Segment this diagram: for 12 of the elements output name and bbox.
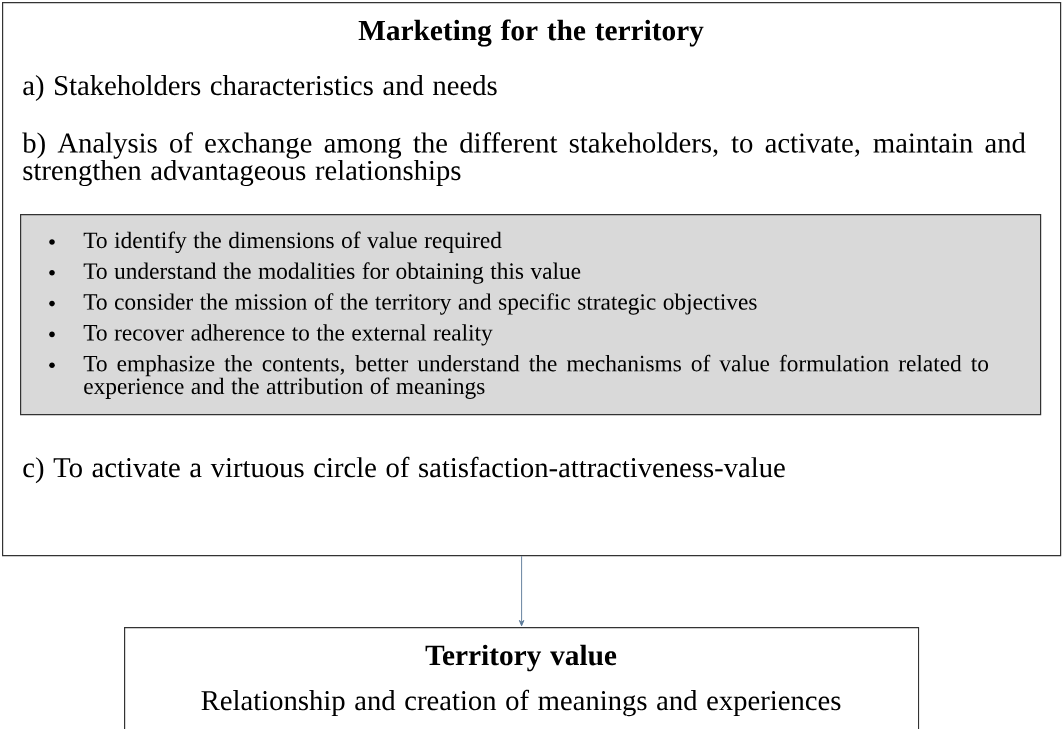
paragraph: Relationship and creation of meanings and experiences xyxy=(201,689,841,717)
paragraph: c) To activate a virtuous circle of satisfaction-attractiveness-value xyxy=(23,456,785,484)
box-heading: Territory value xyxy=(425,644,617,672)
box-heading: Marketing for the territory xyxy=(358,19,704,47)
list-item: To recover adherence to the external reality xyxy=(49,324,493,346)
arrow xyxy=(518,555,525,627)
list-item: To understand the modalities for obtaining this value xyxy=(49,262,581,284)
paragraph: b) Analysis of exchange among the different stakeholders, to activate, maintain and strengthen advantageous relationships xyxy=(22,132,1026,187)
list-item: To consider the mission of the territory and specific strategic objectives xyxy=(49,293,757,315)
list-item: To emphasize the contents, better understand the mechanisms of value formulation related to experience and the attribution of meanings xyxy=(49,354,989,399)
paragraph: a) Stakeholders characteristics and needs xyxy=(23,75,497,101)
list-item: To identify the dimensions of value required xyxy=(49,231,502,254)
